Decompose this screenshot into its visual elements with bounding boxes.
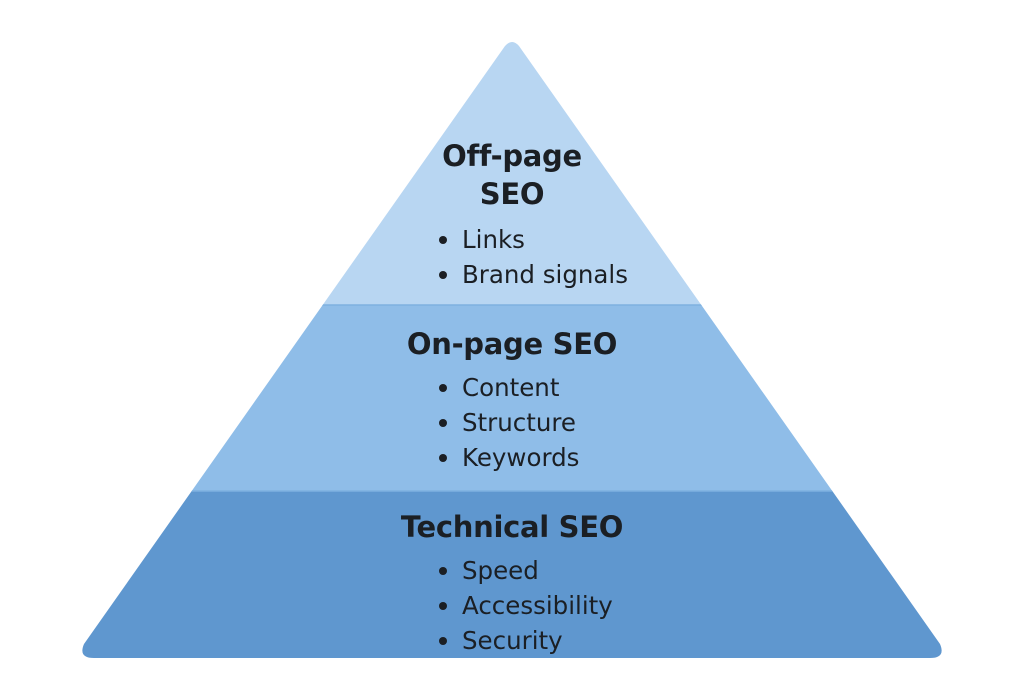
tier-on-page-list: Content Structure Keywords: [437, 370, 579, 475]
bullet-dot-icon: [439, 567, 447, 575]
bullet-dot-icon: [439, 384, 447, 392]
bullet-dot-icon: [439, 236, 447, 244]
list-item: Keywords: [437, 440, 579, 475]
bullet-dot-icon: [439, 454, 447, 462]
tier-off-page-title-line-1: Off-page: [442, 139, 582, 173]
bullet-dot-icon: [439, 637, 447, 645]
bullet-dot-icon: [439, 271, 447, 279]
list-item: Brand signals: [437, 257, 628, 292]
list-item: Content: [437, 370, 579, 405]
tier-technical-title-line-1: Technical SEO: [400, 510, 624, 544]
list-item: Speed: [437, 553, 613, 588]
bullet-dot-icon: [439, 419, 447, 427]
tier-technical-list: Speed Accessibility Security: [437, 553, 613, 658]
tier-on-page-title: On-page SEO: [0, 325, 1024, 363]
tier-off-page-title-line-2: SEO: [479, 177, 545, 211]
tier-bottom-band: [82, 491, 942, 658]
tier-off-page-list: Links Brand signals: [437, 222, 628, 292]
bullet-dot-icon: [439, 602, 447, 610]
tier-technical-title: Technical SEO: [0, 508, 1024, 546]
list-item: Security: [437, 623, 613, 658]
list-item: Structure: [437, 405, 579, 440]
list-item: Accessibility: [437, 588, 613, 623]
list-item: Links: [437, 222, 628, 257]
tier-off-page-title: Off-page SEO: [0, 137, 1024, 213]
tier-on-page-title-line-1: On-page SEO: [406, 327, 618, 361]
